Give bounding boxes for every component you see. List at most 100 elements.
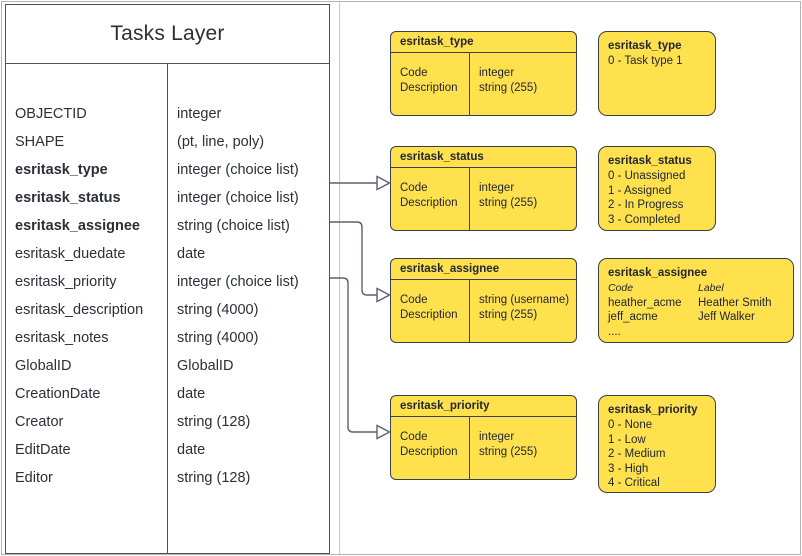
entity-row[interactable]: CreationDate date: [6, 380, 329, 408]
lookup-table-title: esritask_type: [391, 32, 576, 53]
entity-row[interactable]: esritask_assignee string (choice list): [6, 212, 329, 240]
lookup-field-type: string (255): [479, 445, 538, 458]
lookup-table-title: esritask_priority: [391, 396, 576, 417]
lookup-column-divider: [469, 280, 470, 342]
lookup-field-type: integer: [479, 67, 515, 79]
domain-note-value: 3 - Completed: [608, 213, 681, 226]
field-name: Editor: [15, 470, 53, 486]
lookup-columns: Code Description integer string (255): [391, 181, 576, 210]
field-name: Creator: [15, 414, 64, 430]
domain-note-title: esritask_status: [608, 155, 692, 167]
field-name: OBJECTID: [15, 106, 87, 122]
lookup-field-name: Description: [400, 196, 458, 209]
entity-row[interactable]: SHAPE (pt, line, poly): [6, 128, 329, 156]
entity-row[interactable]: EditDate date: [6, 436, 329, 464]
domain-note-value: 0 - None: [608, 419, 653, 431]
domain-note-value: 1 - Low: [608, 433, 646, 446]
lookup-field-type: integer: [479, 182, 515, 194]
lookup-columns: Code Description integer string (255): [391, 430, 576, 459]
lookup-table-body: Code Description string (username) strin…: [391, 280, 576, 342]
lookup-field-name: Code: [400, 182, 428, 194]
field-name: esritask_status: [15, 190, 121, 206]
entity-column-divider: [167, 64, 168, 553]
lookup-field-names: Code Description: [391, 66, 469, 95]
entity-row[interactable]: Creator string (128): [6, 408, 329, 436]
lookup-columns: Code Description string (username) strin…: [391, 293, 576, 322]
lookup-column-divider: [469, 417, 470, 479]
entity-table-tasks-layer[interactable]: Tasks Layer OBJECTID integer SHAPE (pt, …: [5, 4, 330, 554]
field-type: string (4000): [177, 330, 259, 346]
domain-note-code: ....: [608, 325, 621, 338]
lookup-table-esritask-type[interactable]: esritask_type Code Description integer s…: [390, 31, 577, 116]
field-type: integer (choice list): [177, 162, 299, 178]
field-type: integer: [177, 106, 222, 122]
lookup-field-type: integer: [479, 431, 515, 443]
lookup-field-names: Code Description: [391, 430, 469, 459]
lookup-field-type: string (255): [479, 81, 538, 94]
field-type: string (4000): [177, 302, 259, 318]
domain-note-code: heather_acme: [608, 296, 682, 309]
domain-note-value: 0 - Task type 1: [608, 55, 683, 67]
lookup-field-name: Description: [400, 308, 458, 321]
lookup-columns: Code Description integer string (255): [391, 66, 576, 95]
lookup-table-esritask-priority[interactable]: esritask_priority Code Description integ…: [390, 395, 577, 480]
entity-row[interactable]: OBJECTID integer: [6, 100, 329, 128]
domain-note-esritask-status[interactable]: esritask_status 0 - Unassigned 1 - Assig…: [598, 146, 716, 231]
field-type: string (choice list): [177, 218, 290, 234]
entity-row[interactable]: esritask_status integer (choice list): [6, 184, 329, 212]
lookup-table-body: Code Description integer string (255): [391, 53, 576, 115]
domain-note-value: 2 - Medium: [608, 448, 666, 460]
lookup-field-name: Code: [400, 431, 428, 443]
domain-note-esritask-assignee[interactable]: esritask_assignee Code Label heather_acm…: [598, 258, 794, 343]
lookup-table-esritask-assignee[interactable]: esritask_assignee Code Description strin…: [390, 258, 577, 343]
entity-title: Tasks Layer: [6, 5, 329, 64]
lookup-field-types: integer string (255): [469, 181, 537, 210]
entity-row[interactable]: esritask_description string (4000): [6, 296, 329, 324]
field-name: esritask_duedate: [15, 246, 126, 262]
domain-note-value: 3 - High: [608, 462, 649, 475]
entity-row[interactable]: GlobalID GlobalID: [6, 352, 329, 380]
lookup-field-name: Code: [400, 67, 428, 79]
field-name: GlobalID: [15, 358, 72, 374]
field-type: (pt, line, poly): [177, 134, 265, 150]
domain-note-value: 4 - Critical: [608, 477, 660, 489]
domain-note-label: Heather Smith: [698, 296, 772, 309]
entity-body: OBJECTID integer SHAPE (pt, line, poly) …: [6, 64, 329, 553]
domain-note-title: esritask_assignee: [608, 267, 708, 279]
field-type: string (128): [177, 414, 251, 430]
domain-note-header-code: Code: [608, 282, 634, 294]
entity-row[interactable]: esritask_priority integer (choice list): [6, 268, 329, 296]
field-name: esritask_notes: [15, 330, 109, 346]
field-type: date: [177, 442, 206, 458]
domain-note-table: Code Label heather_acme Heather Smith je…: [608, 281, 784, 339]
entity-row[interactable]: esritask_type integer (choice list): [6, 156, 329, 184]
lookup-field-type: string (255): [479, 196, 538, 209]
field-name: SHAPE: [15, 134, 65, 150]
field-name: EditDate: [15, 442, 71, 458]
lookup-field-names: Code Description: [391, 293, 469, 322]
domain-note-value: 2 - In Progress: [608, 199, 684, 211]
lookup-field-type: string (username): [479, 294, 570, 306]
field-name: esritask_type: [15, 162, 108, 178]
lookup-field-name: Description: [400, 445, 458, 458]
field-name: esritask_description: [15, 302, 144, 318]
entity-row[interactable]: esritask_duedate date: [6, 240, 329, 268]
lookup-column-divider: [469, 168, 470, 230]
lookup-field-type: string (255): [479, 308, 538, 321]
domain-note-esritask-priority[interactable]: esritask_priority 0 - None 1 - Low 2 - M…: [598, 395, 716, 493]
lookup-column-divider: [469, 53, 470, 115]
lookup-field-types: string (username) string (255): [469, 293, 569, 322]
lookup-field-types: integer string (255): [469, 66, 537, 95]
entity-row[interactable]: Editor string (128): [6, 464, 329, 492]
field-type: integer (choice list): [177, 190, 299, 206]
field-type: integer (choice list): [177, 274, 299, 290]
lookup-table-title: esritask_status: [391, 147, 576, 168]
lookup-table-esritask-status[interactable]: esritask_status Code Description integer…: [390, 146, 577, 231]
field-type: GlobalID: [177, 358, 234, 374]
domain-note-esritask-type[interactable]: esritask_type 0 - Task type 1: [598, 31, 716, 116]
lookup-field-name: Description: [400, 81, 458, 94]
lookup-table-body: Code Description integer string (255): [391, 417, 576, 479]
entity-row[interactable]: esritask_notes string (4000): [6, 324, 329, 352]
field-name: esritask_assignee: [15, 218, 140, 234]
